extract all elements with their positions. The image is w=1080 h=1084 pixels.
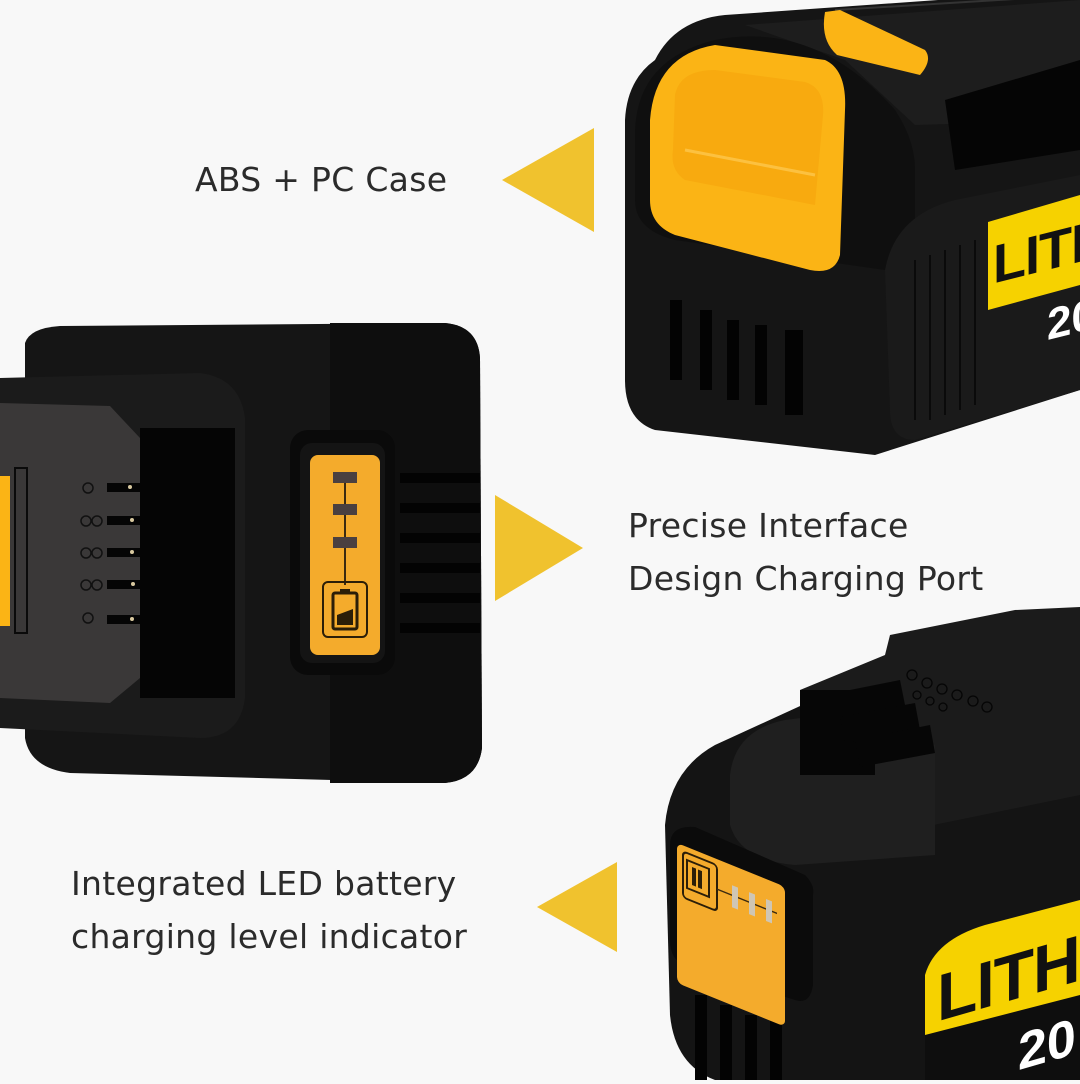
led-bar-3 [333, 472, 357, 483]
pointer-triangle-left-icon [502, 128, 594, 232]
battery-icon [331, 589, 359, 631]
pointer-triangle-left-icon [537, 862, 617, 952]
pointer-triangle-right-icon [495, 495, 583, 601]
led-bar-1 [333, 537, 357, 548]
charging-port-illustration [0, 323, 482, 783]
caption-line: charging level indicator [71, 917, 468, 956]
feature-caption-led: Integrated LED battery charging level in… [71, 857, 467, 963]
caption-line: Precise Interface [628, 506, 909, 545]
led-indicator-panel [310, 455, 380, 655]
feature-caption-port: Precise Interface Design Charging Port [628, 499, 983, 605]
feature-caption-case: ABS + PC Case [195, 153, 447, 206]
caption-line: Design Charging Port [628, 559, 984, 598]
led-bar-2 [333, 504, 357, 515]
led-indicator-panel-angled [677, 843, 785, 1027]
battery-icon [686, 858, 710, 899]
battery-case-illustration [625, 0, 1080, 455]
battery-led-view: LITH 20 [655, 595, 1080, 1082]
battery-side-view [0, 318, 490, 788]
caption-line: Integrated LED battery [71, 864, 457, 903]
battery-top-view: LITH 20 [615, 0, 1080, 455]
caption-line: ABS + PC Case [195, 160, 448, 199]
